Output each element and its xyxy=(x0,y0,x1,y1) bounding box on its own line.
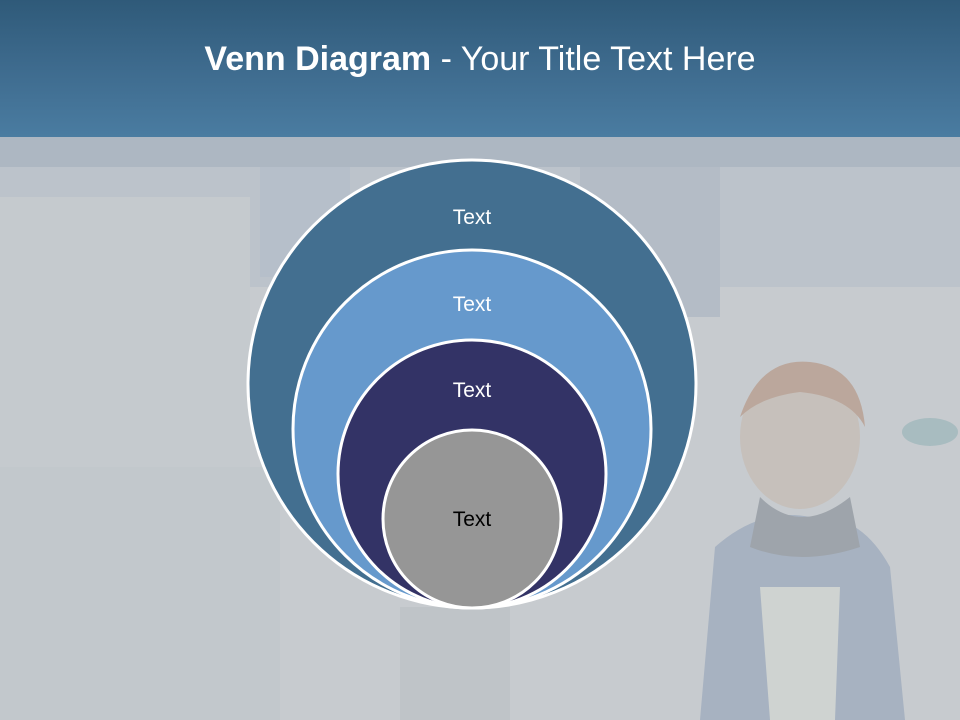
title-bar xyxy=(0,0,960,137)
circle-level-4-label: Text xyxy=(453,508,492,531)
circle-level-3-label: Text xyxy=(453,379,492,402)
circle-level-1-label: Text xyxy=(453,206,492,229)
slide-title-rest: - Your Title Text Here xyxy=(431,40,756,78)
circle-level-2-label: Text xyxy=(453,293,492,316)
circle-level-4 xyxy=(381,428,563,610)
slide-title-bold: Venn Diagram xyxy=(204,40,432,78)
slide-title: Venn Diagram - Your Title Text Here xyxy=(0,40,960,79)
